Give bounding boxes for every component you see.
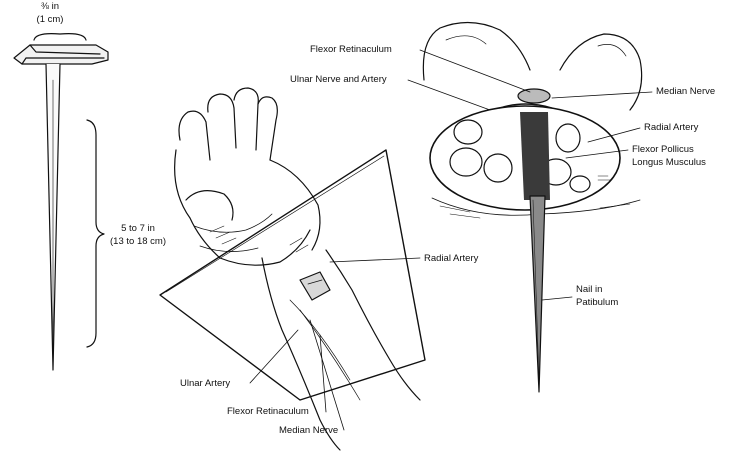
head-width-metric-label: (1 cm)	[36, 14, 64, 25]
leader-median-nerve-middle	[309, 319, 345, 431]
head-width-label: ⅜ in	[41, 1, 59, 12]
label-ulnar-nerve-artery: Ulnar Nerve and Artery	[290, 74, 387, 85]
leader-lines	[249, 49, 653, 431]
leader-ulnar-artery	[249, 329, 299, 384]
label-flexor-pollicus-1: Flexor Pollicus	[632, 144, 694, 155]
leader-radial-artery-right	[587, 127, 641, 143]
hand-on-board-drawing	[159, 87, 426, 451]
label-flexor-pollicus-2: Longus Musculus	[632, 157, 706, 168]
head-width-dimension	[33, 33, 87, 41]
nail-length-label: 5 to 7 in	[121, 223, 155, 234]
leader-ulnar-nerve-artery	[407, 79, 491, 111]
leader-flexor-retinaculum-middle	[319, 334, 327, 413]
length-brace	[86, 119, 105, 348]
leader-flexor-pollicus	[565, 149, 629, 159]
label-ulnar-artery: Ulnar Artery	[180, 378, 231, 389]
leader-nail-patibulum	[541, 296, 573, 301]
label-flexor-retinaculum-right: Flexor Retinaculum	[310, 44, 392, 55]
label-nail-line1: Nail in	[576, 284, 603, 295]
leader-median-nerve-right	[551, 91, 653, 99]
label-nail-line2: Patibulum	[576, 297, 619, 308]
wrist-cross-section-drawing	[422, 21, 643, 393]
label-flexor-retinaculum-middle: Flexor Retinaculum	[227, 406, 309, 417]
label-radial-artery-middle: Radial Artery	[424, 253, 479, 264]
nail-drawing	[13, 44, 109, 371]
label-median-nerve-right: Median Nerve	[656, 86, 716, 97]
label-median-nerve-middle: Median Nerve	[279, 425, 339, 436]
leader-radial-artery-middle	[329, 257, 421, 263]
nail-length-metric-label: (13 to 18 cm)	[110, 236, 166, 247]
leader-flexor-retinaculum-right	[419, 49, 531, 93]
label-radial-artery-right: Radial Artery	[644, 122, 699, 133]
